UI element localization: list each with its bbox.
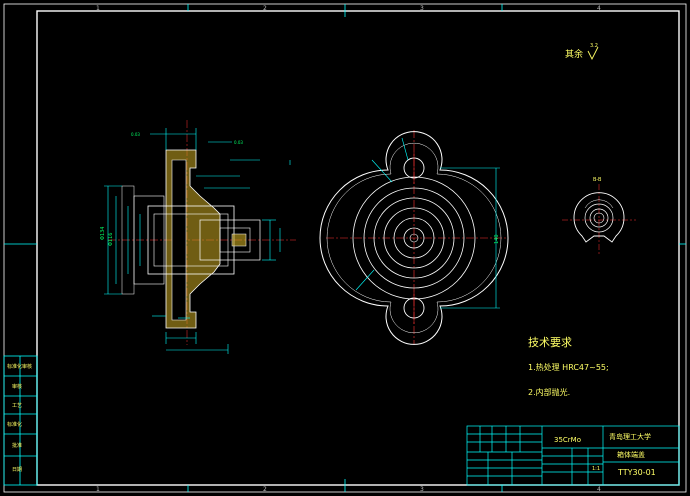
- zone-markers: [4, 4, 686, 492]
- section-label: B-B: [593, 177, 602, 183]
- roughness-symbol-icon: [587, 46, 599, 61]
- strip-label-4: 标准化: [7, 421, 22, 428]
- zone-top-4: 4: [597, 5, 601, 12]
- drawing-number: TTY30-01: [617, 468, 656, 477]
- strip-label-5: 批准: [12, 442, 22, 449]
- zone-bottom-3: 3: [420, 486, 424, 493]
- svg-text:140: 140: [494, 234, 500, 244]
- zone-bottom-4: 4: [597, 486, 601, 493]
- material-text: 35CrMo: [554, 436, 581, 444]
- zone-top-2: 2: [263, 5, 267, 12]
- zone-bottom-2: 2: [263, 486, 267, 493]
- zone-bottom-1: 1: [96, 486, 100, 493]
- svg-text:Φ116: Φ116: [108, 233, 114, 246]
- zone-top-1: 1: [96, 5, 100, 12]
- svg-text:0.03: 0.03: [234, 140, 243, 145]
- tech-item-2: 2.内部抛光.: [528, 387, 570, 397]
- roughness-note: 其余: [565, 48, 583, 60]
- zone-top-3: 3: [420, 5, 424, 12]
- strip-label-6: 日期: [12, 467, 22, 473]
- approval-strip: [3, 355, 38, 486]
- svg-text:0.03: 0.03: [131, 132, 140, 137]
- tech-item-1: 1.热处理 HRC47~55;: [528, 362, 609, 372]
- strip-label-2: 审核: [12, 383, 22, 390]
- strip-label-3: 工艺: [12, 403, 22, 409]
- inner-frame: [36, 10, 680, 486]
- university-name: 青岛理工大学: [609, 432, 651, 441]
- scale-text: 1:1: [592, 466, 600, 472]
- front-view: 140: [319, 130, 509, 345]
- strip-label-1: 标准化审核: [7, 363, 32, 370]
- section-bb: [562, 184, 636, 254]
- svg-text:Φ134: Φ134: [100, 227, 106, 240]
- tech-title: 技术要求: [528, 336, 572, 349]
- section-view: Φ134 Φ116 0.03 0.03: [100, 120, 296, 354]
- title-block: [466, 425, 680, 486]
- part-name: 箱体端盖: [617, 450, 645, 459]
- roughness-value: 3.2: [590, 43, 598, 49]
